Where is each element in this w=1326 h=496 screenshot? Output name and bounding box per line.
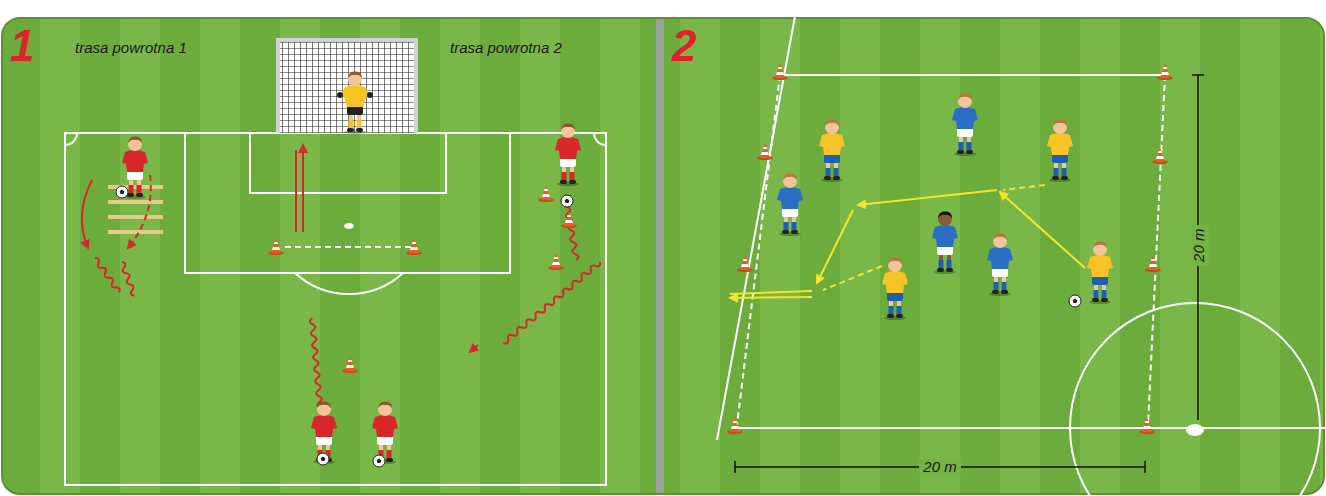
cones-1	[268, 185, 577, 373]
run-arrows-1	[82, 145, 602, 408]
centre-spot	[1186, 424, 1204, 436]
dimension-label: 20 m	[1192, 224, 1209, 265]
goal	[278, 40, 416, 133]
agility-ladder	[108, 187, 163, 232]
players-2	[777, 93, 1113, 320]
route-label: trasa powrotna 2	[450, 40, 562, 57]
field-border	[2, 18, 1324, 494]
pitch-lines-1	[65, 133, 606, 485]
dimension-lines	[735, 75, 1204, 473]
panel-number: 2	[672, 22, 696, 70]
pitch-lines-2	[717, 0, 1326, 496]
ball	[1069, 295, 1081, 307]
penalty-spot	[344, 223, 354, 229]
route-label: trasa powrotna 1	[75, 40, 187, 57]
cones-2	[727, 63, 1173, 434]
grass	[2, 18, 1324, 494]
players-1	[122, 71, 581, 464]
cone-gate	[285, 246, 412, 248]
balls-1	[116, 186, 573, 467]
dimension-label: 20 m	[919, 459, 960, 476]
panel-number: 1	[10, 22, 34, 70]
